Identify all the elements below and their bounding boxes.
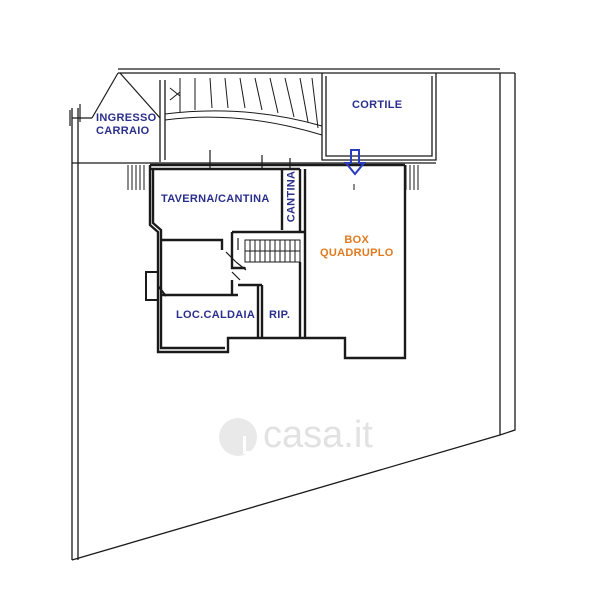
label-cantina: CANTINA bbox=[285, 170, 298, 223]
label-ingresso-carraio: INGRESSO CARRAIO bbox=[96, 112, 156, 138]
label-box-quadruplo: BOX QUADRUPLO bbox=[320, 234, 394, 260]
door-openings bbox=[209, 150, 291, 281]
cortile-area bbox=[72, 73, 437, 164]
building-walls bbox=[148, 163, 407, 360]
label-rip: RIP. bbox=[269, 309, 291, 321]
ingresso-carraio-gate bbox=[69, 72, 161, 126]
interior-stairs bbox=[244, 239, 301, 263]
ramp-steps bbox=[164, 77, 323, 136]
casa-house-icon bbox=[219, 418, 261, 456]
label-quadruplo: QUADRUPLO bbox=[320, 247, 394, 259]
casa-watermark: casa.it bbox=[205, 408, 405, 466]
label-loc-caldaia: LOC.CALDAIA bbox=[176, 309, 256, 321]
label-ingresso: INGRESSO bbox=[96, 112, 157, 124]
plot-boundary bbox=[71, 68, 516, 561]
boiler-niche bbox=[145, 271, 167, 301]
label-cortile: CORTILE bbox=[352, 99, 403, 111]
label-taverna-cantina: TAVERNA/CANTINA bbox=[161, 193, 270, 205]
label-box: BOX bbox=[344, 234, 370, 246]
down-arrow-icon bbox=[343, 149, 367, 176]
watermark-text: casa.it bbox=[263, 414, 373, 456]
label-carraio: CARRAIO bbox=[96, 125, 150, 137]
